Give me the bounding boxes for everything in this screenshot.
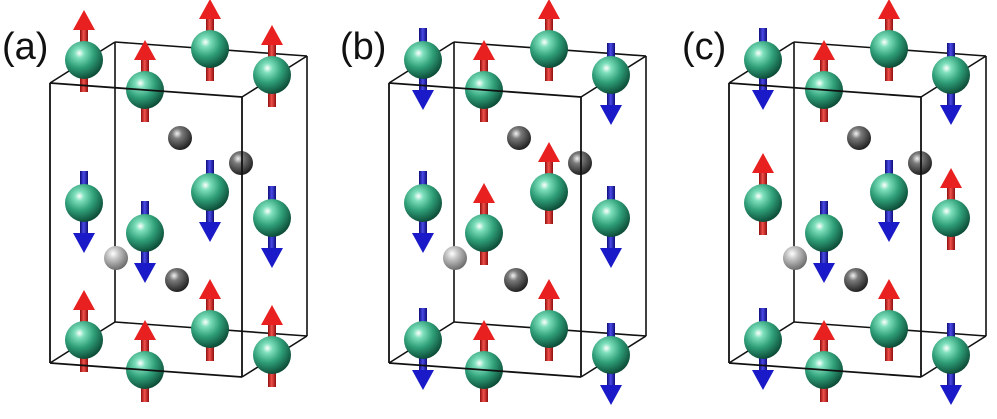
spin-up-arrowhead — [73, 10, 95, 30]
spin-up-arrowhead — [473, 183, 495, 203]
cell-edge — [728, 82, 922, 98]
magnetic-atom — [592, 56, 630, 94]
magnetic-atom — [126, 214, 164, 252]
spin-down-arrowhead — [134, 263, 156, 283]
magnetic-atom — [530, 30, 568, 68]
spin-up-arrowhead — [940, 168, 962, 188]
magnetic-atom — [191, 173, 229, 211]
spin-up-arrowhead — [752, 153, 774, 173]
spin-up-arrowhead — [813, 320, 835, 340]
cell-edge — [728, 362, 922, 378]
panel-c-label: (c) — [682, 26, 727, 68]
spin-down-arrowhead — [878, 222, 900, 242]
magnetic-atom — [592, 199, 630, 237]
magnetic-atom — [404, 184, 442, 222]
magnetic-atom — [253, 336, 291, 374]
nonmagnetic-atom — [104, 246, 128, 270]
spin-up-arrowhead — [538, 279, 560, 299]
spin-up-arrowhead — [261, 305, 283, 325]
nonmagnetic-atom — [847, 126, 871, 150]
nonmagnetic-atom — [165, 268, 189, 292]
magnetic-atom — [744, 321, 782, 359]
spin-down-arrowhead — [412, 90, 434, 110]
spin-down-arrowhead — [752, 90, 774, 110]
cell-edge — [49, 362, 243, 378]
magnetic-atom — [530, 173, 568, 211]
spin-down-arrowhead — [940, 105, 962, 125]
magnetic-atom — [870, 310, 908, 348]
nonmagnetic-atom — [443, 246, 467, 270]
spin-up-arrowhead — [199, 0, 221, 19]
unit-cell-c — [728, 0, 987, 405]
spin-down-arrowhead — [199, 222, 221, 242]
spin-down-arrowhead — [752, 370, 774, 390]
magnetic-atom — [744, 41, 782, 79]
cell-edge — [388, 362, 582, 378]
magnetic-atom — [744, 184, 782, 222]
magnetic-atom — [932, 336, 970, 374]
spin-up-arrowhead — [878, 279, 900, 299]
nonmagnetic-atom — [568, 151, 592, 175]
nonmagnetic-atom — [168, 126, 192, 150]
spin-down-arrowhead — [600, 385, 622, 405]
magnetic-atom — [870, 30, 908, 68]
spin-down-arrowhead — [813, 263, 835, 283]
magnetic-atom — [932, 56, 970, 94]
spin-up-arrowhead — [261, 25, 283, 45]
spin-up-arrowhead — [473, 320, 495, 340]
panel-a-label: (a) — [2, 26, 49, 68]
magnetic-atom — [592, 336, 630, 374]
magnetic-atom — [404, 41, 442, 79]
nonmagnetic-atom — [844, 268, 868, 292]
magnetic-atom — [253, 199, 291, 237]
magnetic-atom — [932, 199, 970, 237]
nonmagnetic-atom — [783, 246, 807, 270]
magnetic-atom — [191, 30, 229, 68]
cell-edge — [49, 82, 243, 98]
spin-up-arrowhead — [134, 40, 156, 60]
magnetic-atom — [65, 41, 103, 79]
spin-up-arrowhead — [73, 290, 95, 310]
spin-up-arrowhead — [134, 320, 156, 340]
spin-down-arrowhead — [261, 248, 283, 268]
magnetic-atom — [404, 321, 442, 359]
magnetic-atom — [191, 310, 229, 348]
spin-up-arrowhead — [878, 0, 900, 19]
spin-down-arrowhead — [600, 105, 622, 125]
magnetic-atom — [805, 214, 843, 252]
panel-b-label: (b) — [340, 26, 387, 68]
unit-cell-a — [49, 0, 308, 402]
magnetic-atom — [253, 56, 291, 94]
spin-up-arrowhead — [538, 0, 560, 19]
magnetic-atom — [465, 214, 503, 252]
nonmagnetic-atom — [507, 126, 531, 150]
spin-up-arrowhead — [813, 40, 835, 60]
spin-down-arrowhead — [412, 370, 434, 390]
magnetic-atom — [530, 310, 568, 348]
nonmagnetic-atom — [504, 268, 528, 292]
cell-edge — [388, 82, 582, 98]
magnetic-atom — [65, 321, 103, 359]
spin-up-arrowhead — [538, 142, 560, 162]
spin-up-arrowhead — [473, 40, 495, 60]
nonmagnetic-atom — [908, 151, 932, 175]
spin-up-arrowhead — [199, 279, 221, 299]
unit-cell-b — [388, 0, 647, 405]
spin-down-arrowhead — [73, 233, 95, 253]
magnetic-atom — [65, 184, 103, 222]
magnetic-atom — [870, 173, 908, 211]
spin-down-arrowhead — [600, 248, 622, 268]
nonmagnetic-atom — [229, 151, 253, 175]
spin-down-arrowhead — [412, 233, 434, 253]
spin-down-arrowhead — [940, 385, 962, 405]
